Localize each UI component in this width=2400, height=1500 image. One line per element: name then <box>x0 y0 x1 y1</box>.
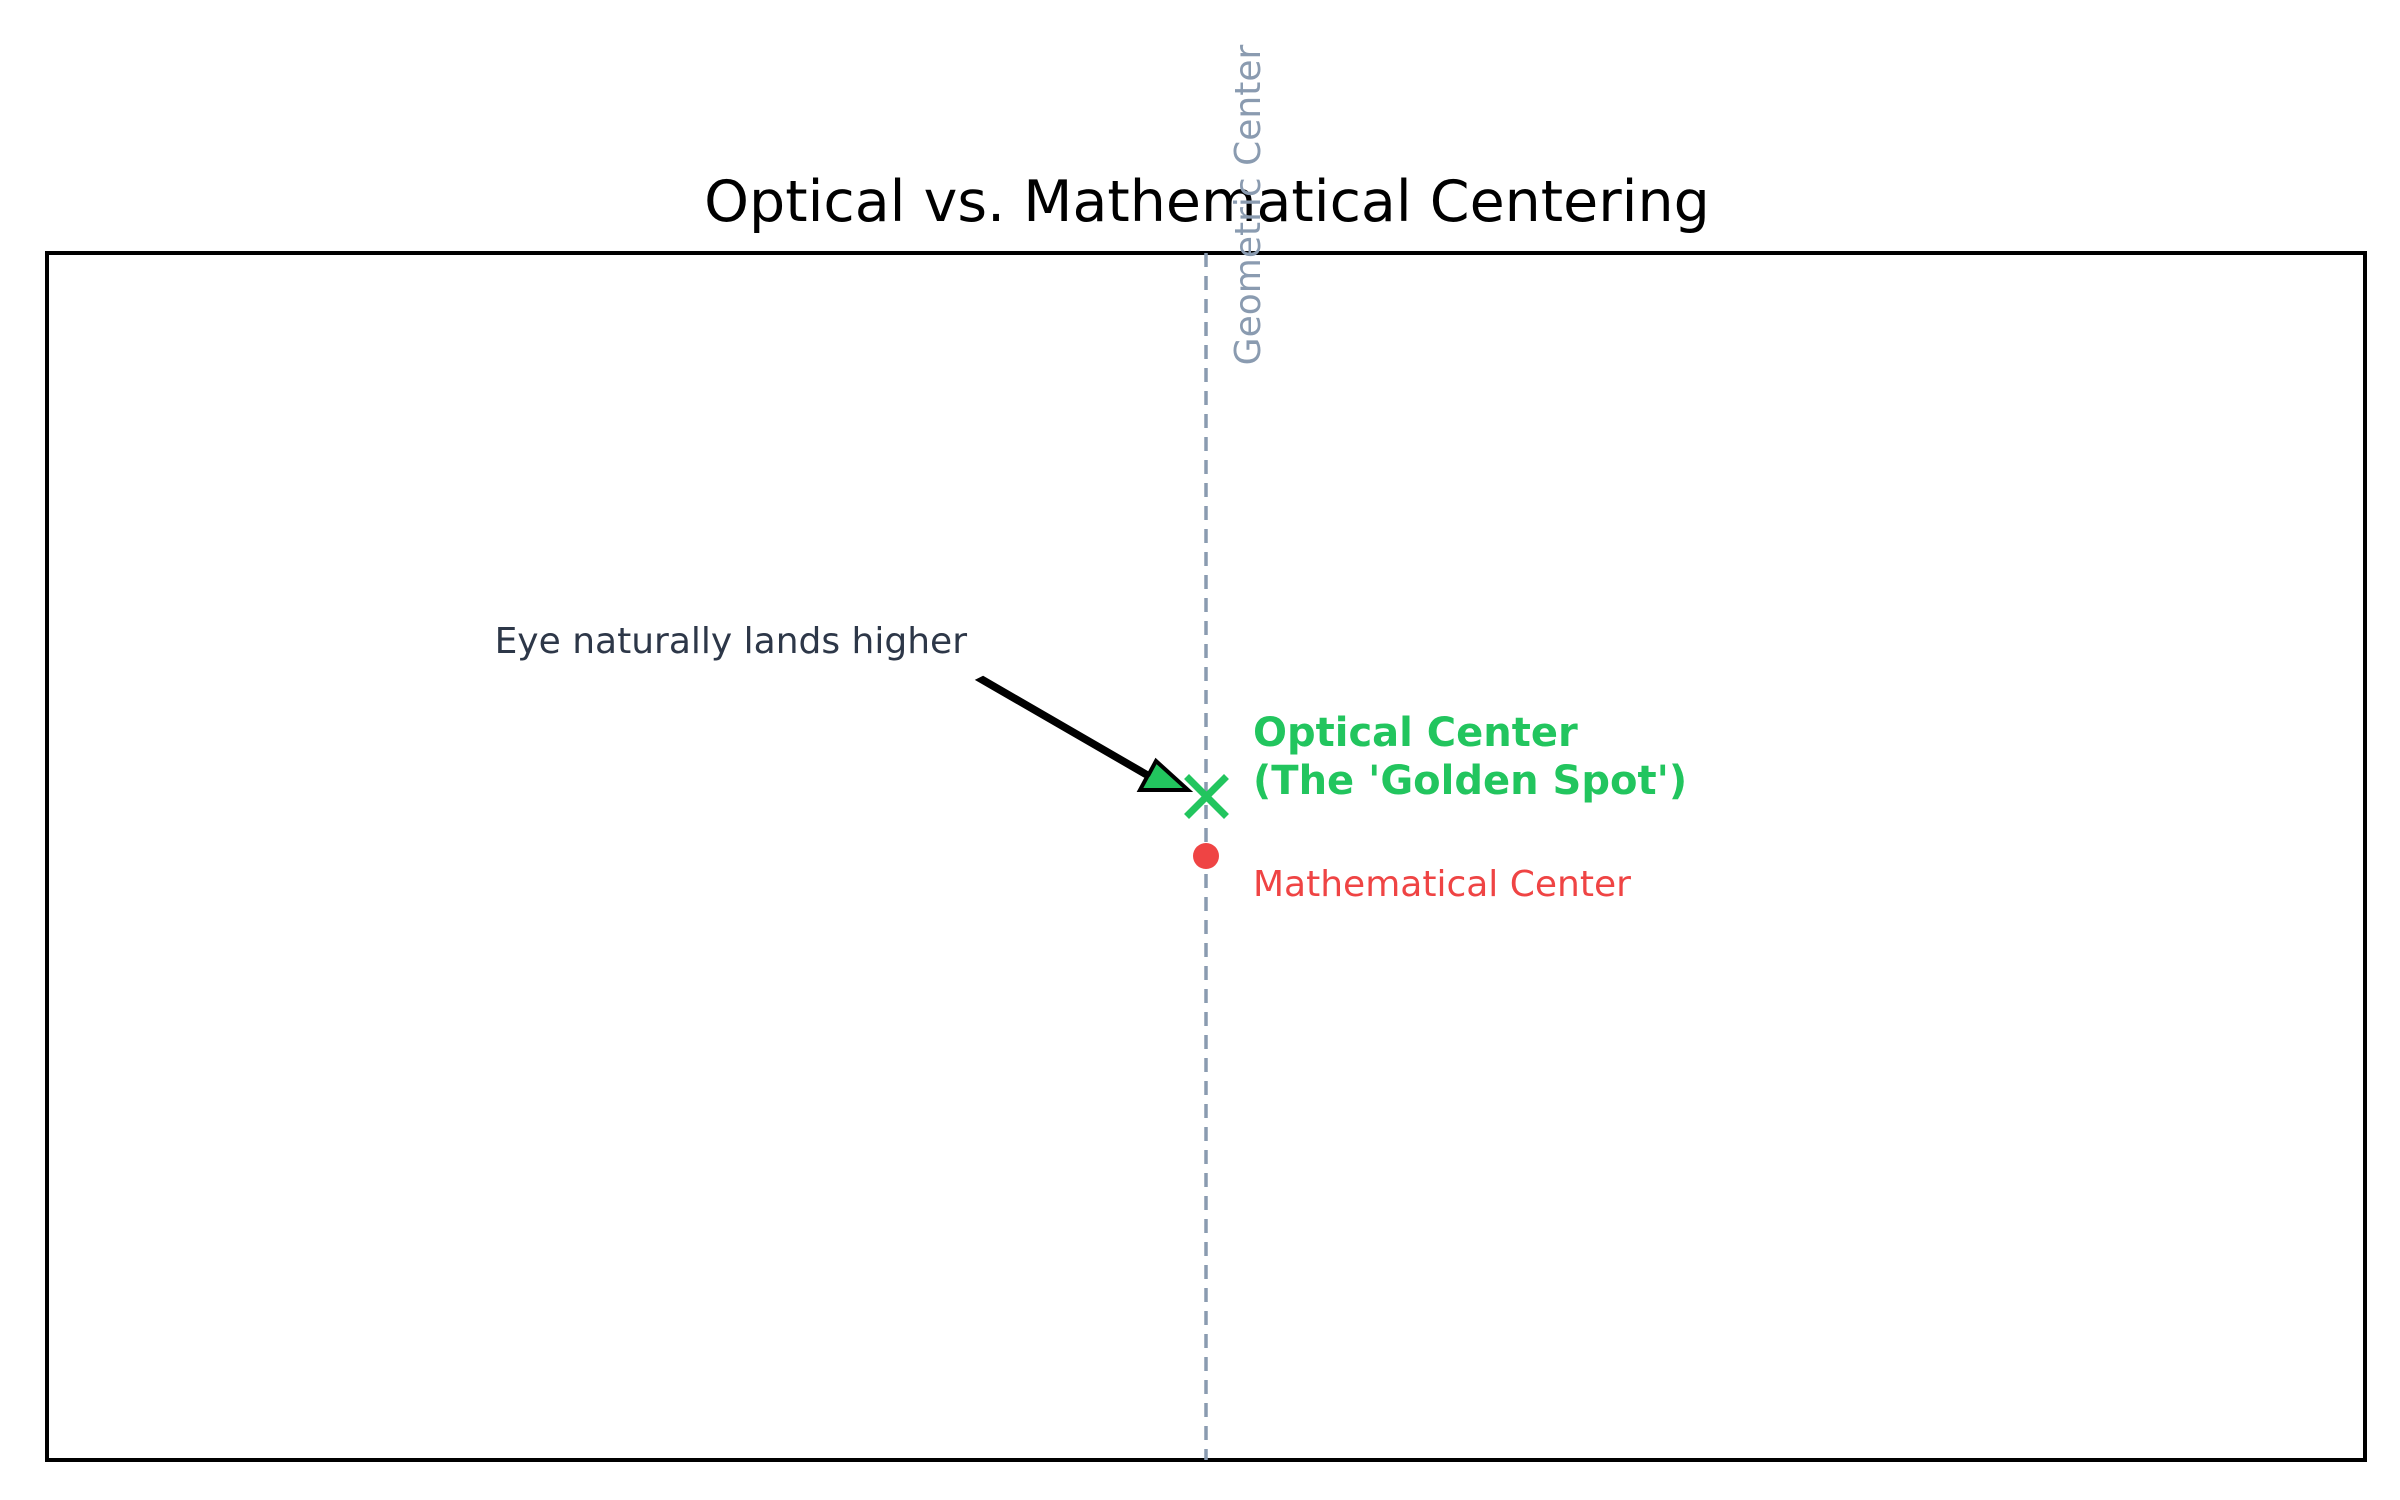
optical-center-label-line1: Optical Center <box>1253 710 1578 756</box>
mathematical-center-dot-icon <box>1193 843 1219 869</box>
diagram-title: Optical vs. Mathematical Centering <box>704 169 1710 235</box>
geometric-center-label: Geometric Center <box>1228 44 1269 365</box>
eye-annotation: Eye naturally lands higher <box>495 621 968 662</box>
optical-center-x-icon <box>1184 774 1229 819</box>
optical-center-label: Optical Center (The 'Golden Spot') <box>1253 710 1687 804</box>
eye-arrow <box>974 675 1194 792</box>
mathematical-center-label: Mathematical Center <box>1253 864 1631 905</box>
optical-center-label-line2: (The 'Golden Spot') <box>1253 758 1687 804</box>
